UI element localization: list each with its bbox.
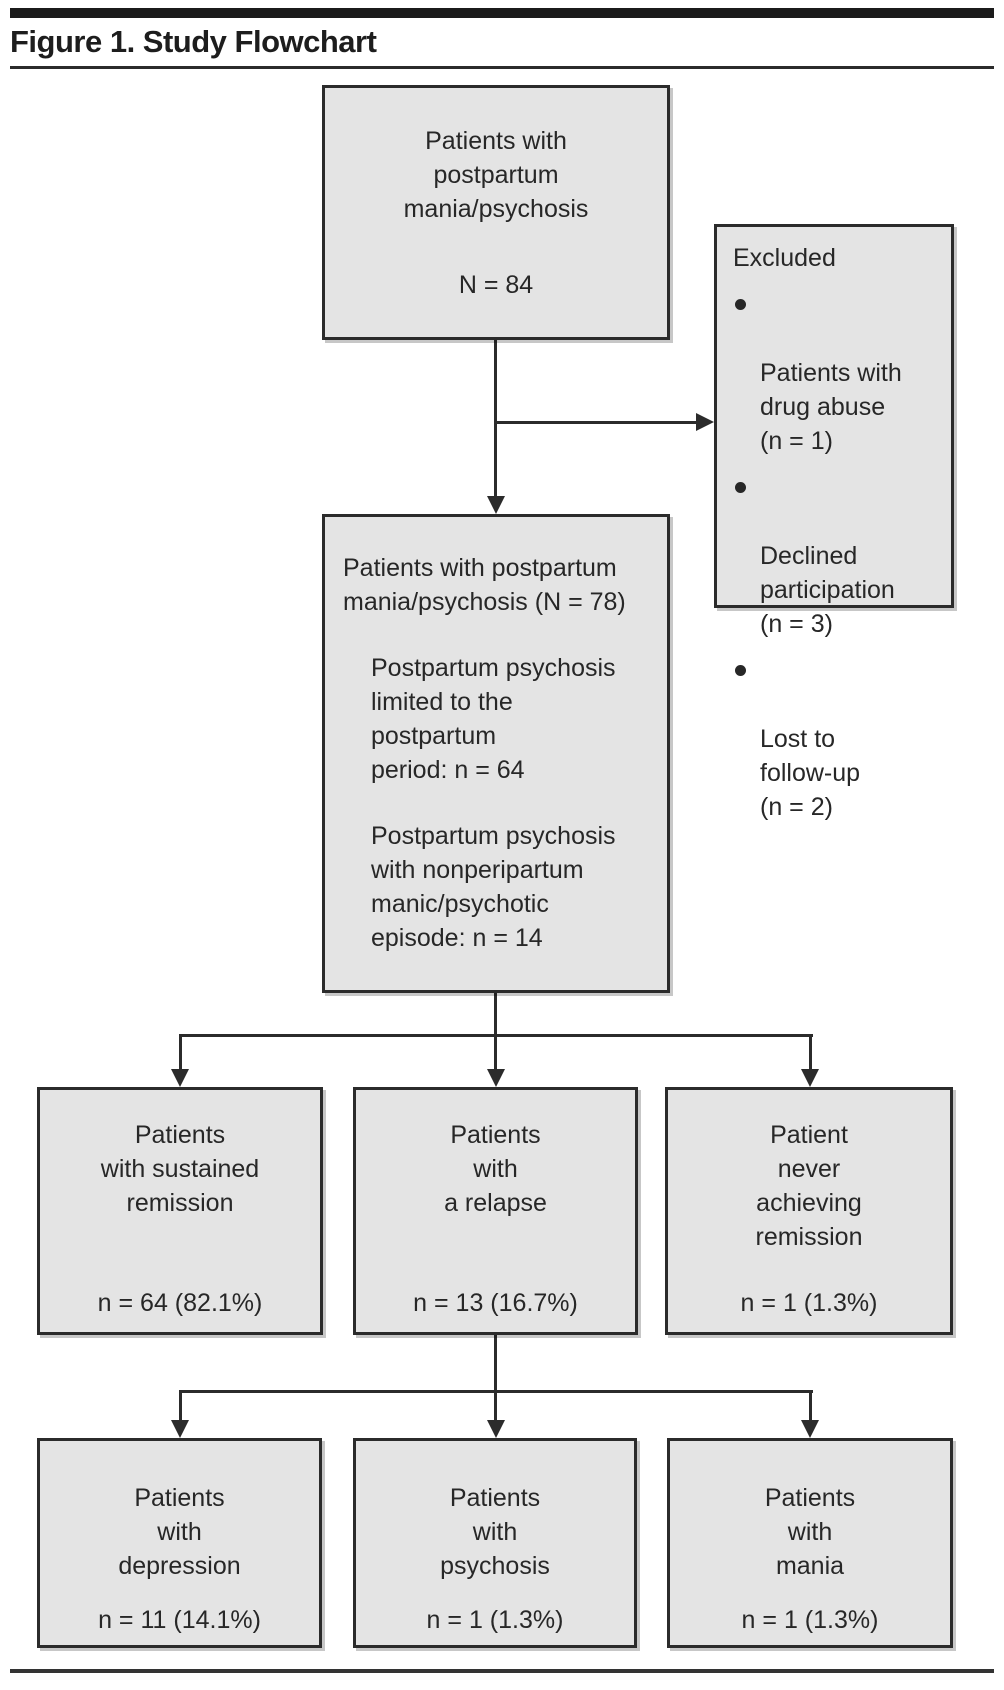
node-excluded: Excluded Patients with drug abuse (n = 1… [714, 224, 954, 821]
node-label: Patients with a relapse [444, 1121, 547, 1217]
arrow-down-icon [171, 1069, 189, 1087]
excluded-item-drug-abuse: Patients with drug abuse (n = 1) [733, 288, 941, 458]
arrow-down-icon [171, 1420, 189, 1438]
title-divider [10, 66, 994, 69]
connector-outcome-mid-line [494, 1034, 497, 1072]
arrow-down-icon [487, 1420, 505, 1438]
node-cohort: Patients with postpartum mania/psychosis… [322, 514, 670, 993]
arrow-down-icon [801, 1420, 819, 1438]
node-label: Patients with depression [118, 1484, 241, 1580]
node-relapse: Patients with a relapse n = 13 (16.7%) [353, 1087, 638, 1335]
bullet-icon [735, 299, 746, 310]
node-label: Patients with postpartum mania/psychosis [403, 127, 589, 223]
arrow-down-icon [487, 1069, 505, 1087]
figure-top-bar [10, 8, 994, 18]
bullet-icon [735, 482, 746, 493]
cohort-subgroup-nonperipartum: Postpartum psychosis with nonperipartum … [371, 822, 616, 952]
node-relapse-depression: Patients with depression n = 11 (14.1%) [37, 1438, 322, 1648]
node-never-remission: Patient never achieving remission n = 1 … [665, 1087, 953, 1335]
connector-outcome-right-line [809, 1034, 812, 1072]
node-count: n = 1 (1.3%) [741, 1606, 879, 1634]
node-label: Patients with sustained remission [100, 1121, 260, 1217]
connector-relapse-mid-line [494, 1390, 497, 1422]
arrow-down-icon [487, 496, 505, 514]
connector-relapse-stem-line [494, 1335, 497, 1392]
node-sustained-remission: Patients with sustained remission n = 64… [37, 1087, 323, 1335]
node-label: Patients with psychosis [440, 1484, 550, 1580]
cohort-heading: Patients with postpartum mania/psychosis… [343, 554, 626, 616]
excluded-heading: Excluded [733, 244, 836, 272]
node-count: N = 84 [458, 271, 534, 299]
connector-relapse-right-line [809, 1390, 812, 1422]
node-count: n = 13 (16.7%) [413, 1289, 578, 1317]
node-relapse-psychosis: Patients with psychosis n = 1 (1.3%) [353, 1438, 637, 1648]
connector-outcome-left-line [179, 1034, 182, 1072]
node-relapse-mania: Patients with mania n = 1 (1.3%) [667, 1438, 953, 1648]
connector-relapse-left-line [179, 1390, 182, 1422]
node-count: n = 1 (1.3%) [426, 1606, 564, 1634]
node-count: n = 64 (82.1%) [97, 1289, 263, 1317]
excluded-item-text: Lost to follow-up (n = 2) [760, 725, 861, 821]
node-count: n = 1 (1.3%) [740, 1289, 878, 1317]
arrow-down-icon [801, 1069, 819, 1087]
cohort-subgroup-limited: Postpartum psychosis limited to the post… [371, 654, 616, 784]
node-count: n = 11 (14.1%) [98, 1606, 261, 1634]
connector-cohort-stem-line [494, 993, 497, 1037]
bullet-icon [735, 665, 746, 676]
node-label: Patient never achieving remission [755, 1121, 863, 1251]
arrow-right-icon [696, 413, 714, 431]
node-initial-patients: Patients with postpartum mania/psychosis… [322, 85, 670, 340]
excluded-item-declined: Declined participation (n = 3) [733, 471, 941, 641]
figure-title: Figure 1. Study Flowchart [10, 24, 377, 59]
node-label: Patients with mania [764, 1484, 856, 1580]
figure-bottom-rule [10, 1669, 994, 1673]
excluded-item-text: Patients with drug abuse (n = 1) [760, 359, 902, 455]
connector-to-excluded-line [494, 421, 698, 424]
excluded-item-text: Declined participation (n = 3) [760, 542, 895, 638]
excluded-item-lost-followup: Lost to follow-up (n = 2) [733, 654, 941, 824]
connector-initial-to-cohort-line [494, 340, 497, 500]
